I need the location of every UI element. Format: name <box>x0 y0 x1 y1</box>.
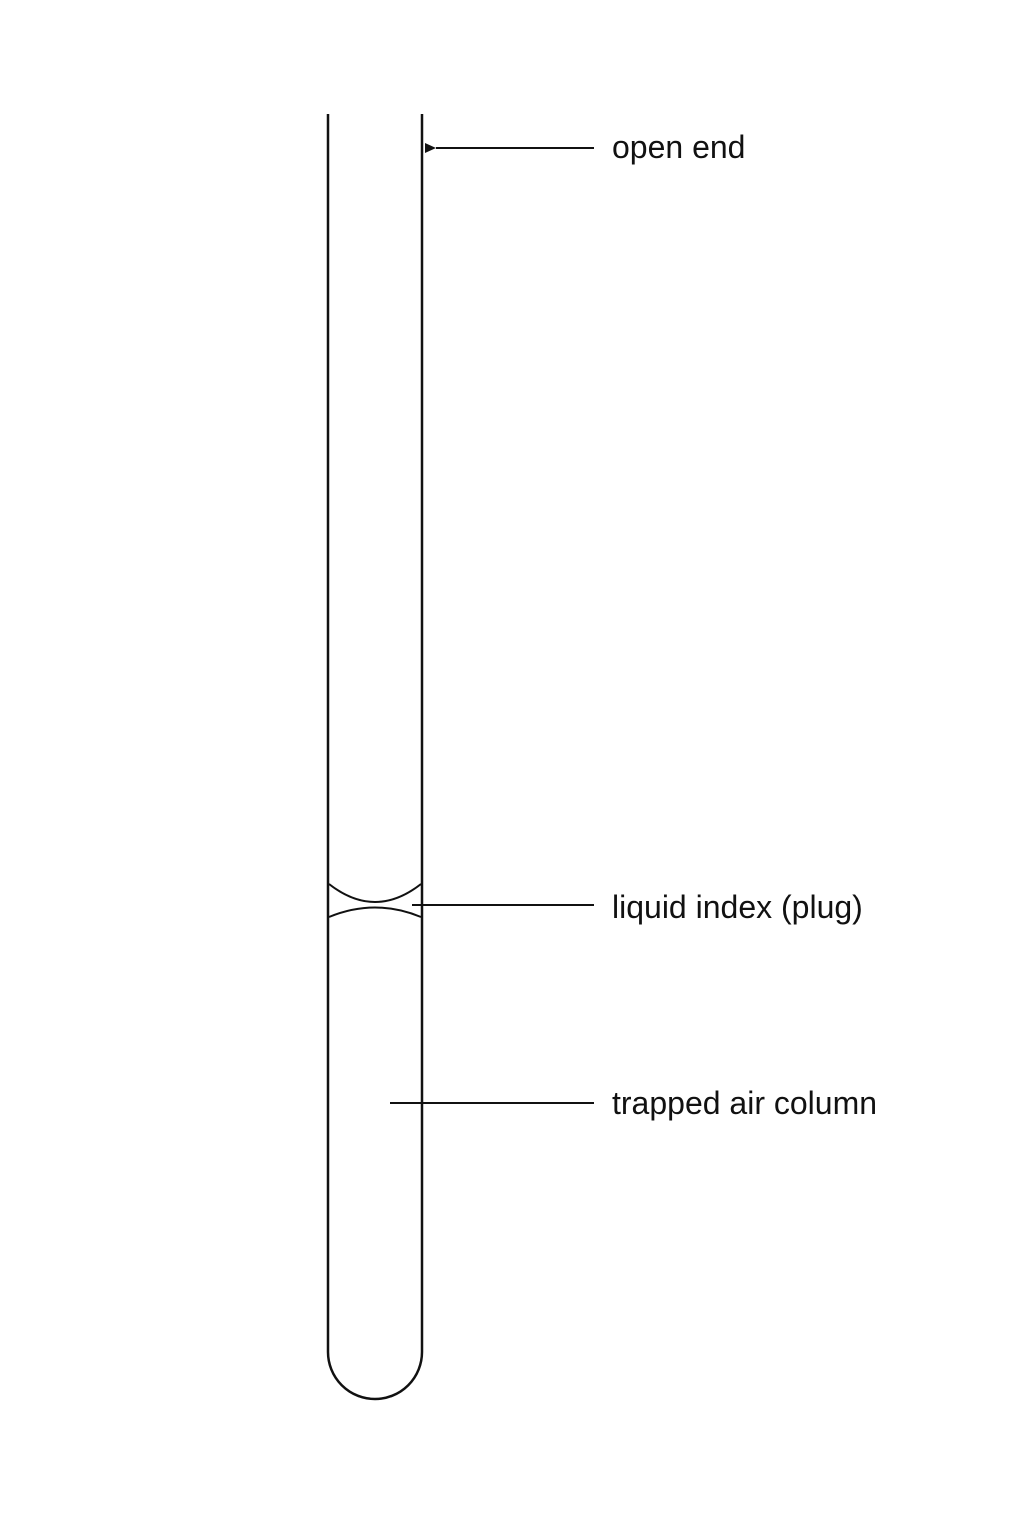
open-end-label: open end <box>612 129 745 165</box>
liquid-index-plug <box>328 883 422 918</box>
test-tube <box>326 114 424 1401</box>
liquid-index-label: liquid index (plug) <box>612 889 863 925</box>
lower-meniscus <box>328 906 422 918</box>
trapped-air-label: trapped air column <box>612 1085 877 1121</box>
test-tube-outline <box>326 114 424 1401</box>
upper-meniscus <box>328 883 422 903</box>
